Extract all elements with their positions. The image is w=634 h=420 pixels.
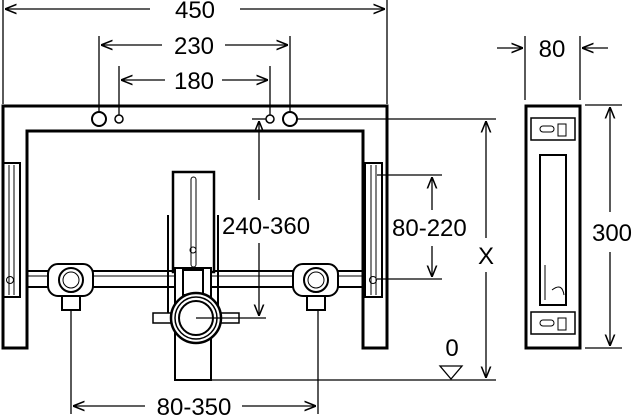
right-water-fitting: [292, 263, 339, 311]
dim-side-height: 300: [592, 220, 632, 247]
dimension-lines: [2, 0, 622, 414]
hole-inner-left: [114, 114, 124, 124]
left-water-fitting: [47, 263, 94, 311]
right-side-bracket: [364, 162, 383, 298]
frame-side-view: [524, 104, 582, 350]
dim-depth: 80: [539, 36, 566, 63]
hole-outer-right: [282, 111, 298, 127]
hole-inner-right: [265, 114, 275, 124]
dim-inner-hole-spacing: 180: [174, 68, 214, 95]
dim-height-range: 240-360: [222, 213, 310, 240]
dim-total-width: 450: [175, 0, 215, 24]
left-side-bracket: [2, 162, 21, 298]
dim-variable-height: X: [478, 243, 494, 270]
dim-fitting-spacing: 80-350: [157, 394, 232, 420]
dim-outer-hole-spacing: 230: [174, 33, 214, 60]
dim-zero-level: 0: [445, 335, 458, 362]
frame-front-view: [1, 104, 389, 381]
drain-assembly: [152, 170, 240, 381]
hole-outer-left: [91, 111, 107, 127]
dim-bracket-range: 80-220: [392, 215, 467, 242]
